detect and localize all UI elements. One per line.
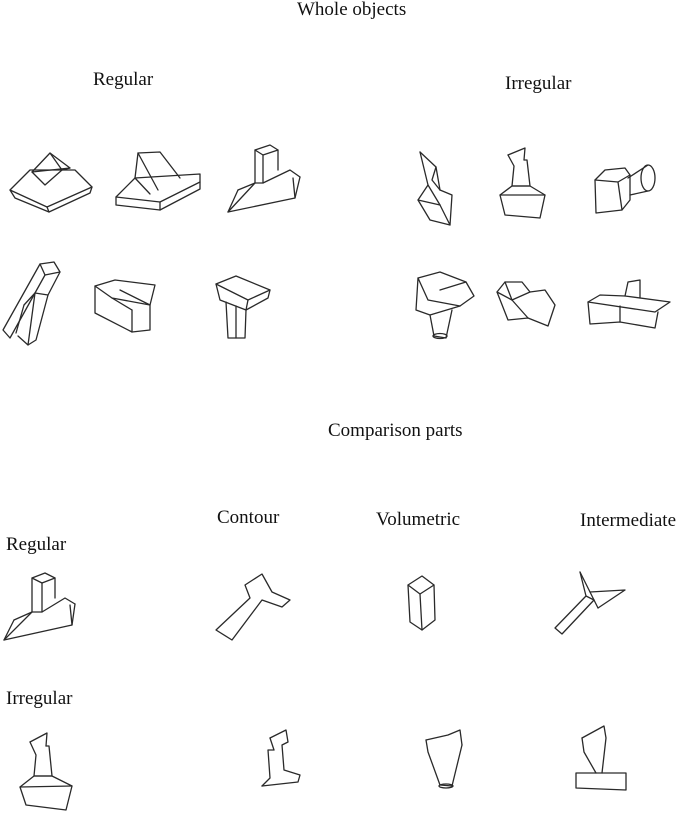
row-regular-label: Regular xyxy=(6,534,67,555)
column-contour-label: Contour xyxy=(217,507,280,528)
irregular-object-2-icon xyxy=(499,147,546,219)
comparison-regular-reference-icon xyxy=(3,572,76,641)
intermediate-irregular-part-icon xyxy=(575,725,627,791)
regular-object-5-icon xyxy=(94,279,156,333)
regular-object-3-icon xyxy=(227,144,301,213)
row-irregular-label: Irregular xyxy=(6,688,73,709)
column-volumetric-label: Volumetric xyxy=(376,509,461,530)
regular-object-6-icon xyxy=(215,275,271,339)
column-intermediate-label: Intermediate xyxy=(580,510,677,531)
irregular-object-6-icon xyxy=(587,279,671,329)
whole-regular-label: Regular xyxy=(93,69,154,90)
irregular-object-3-icon xyxy=(594,164,656,214)
regular-object-1-icon xyxy=(9,152,93,213)
whole-objects-heading: Whole objects xyxy=(297,0,407,20)
intermediate-regular-part-icon xyxy=(554,571,626,635)
irregular-object-4-icon xyxy=(415,271,475,340)
irregular-object-5-icon xyxy=(496,281,556,327)
irregular-object-1-icon xyxy=(417,151,453,226)
regular-object-2-icon xyxy=(115,151,201,211)
contour-irregular-part-icon xyxy=(261,729,301,787)
comparison-parts-heading: Comparison parts xyxy=(328,420,463,441)
regular-object-4-icon xyxy=(2,261,61,346)
volumetric-regular-part-icon xyxy=(407,575,436,631)
contour-regular-part-icon xyxy=(215,573,291,641)
whole-irregular-label: Irregular xyxy=(505,73,572,94)
comparison-irregular-reference-icon xyxy=(19,732,73,811)
volumetric-irregular-part-icon xyxy=(425,729,463,789)
